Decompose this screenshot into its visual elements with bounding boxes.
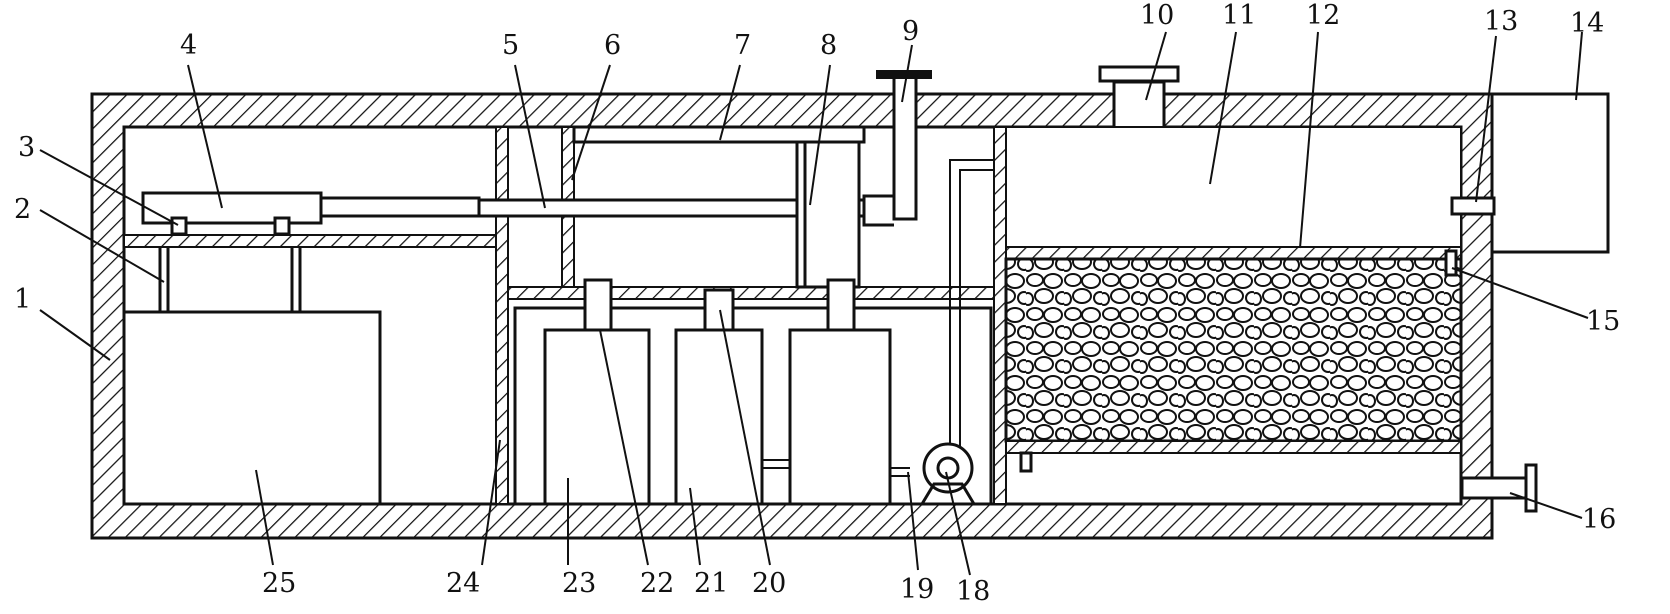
label-22: 22 <box>640 568 674 599</box>
middle-upper-chamber <box>477 125 999 300</box>
label-20: 20 <box>752 568 786 599</box>
external-box-14 <box>1490 92 1610 254</box>
tank-third <box>788 328 892 506</box>
label-13: 13 <box>1484 6 1518 37</box>
label-9: 9 <box>902 16 919 47</box>
chamber-11 <box>1005 126 1462 248</box>
connector-20 <box>703 288 735 332</box>
label-21: 21 <box>694 568 728 599</box>
vent-pipe-9 <box>862 70 932 227</box>
inlet-port-10 <box>1098 65 1180 130</box>
pipe-and-pump <box>890 159 1005 505</box>
device-4 <box>141 191 323 225</box>
label-16: 16 <box>1582 504 1616 535</box>
label-1: 1 <box>14 284 31 315</box>
label-7: 7 <box>734 30 751 61</box>
label-14: 14 <box>1570 8 1604 39</box>
connector-22 <box>583 278 613 332</box>
label-25: 25 <box>262 568 296 599</box>
rod-5 <box>319 196 481 218</box>
nozzle-15 <box>1444 249 1458 277</box>
right-chamber <box>993 126 1496 505</box>
filter-media-12 <box>1004 257 1463 443</box>
callout-labels: 1 2 3 4 5 6 7 8 9 10 11 12 13 14 15 16 1… <box>14 0 1620 607</box>
tank-21 <box>674 328 764 506</box>
label-3: 3 <box>18 132 35 163</box>
middle-lower-chamber <box>513 278 993 506</box>
connector-13 <box>1450 196 1496 216</box>
label-19: 19 <box>900 574 934 605</box>
tank-23 <box>543 328 651 506</box>
label-2: 2 <box>14 194 31 225</box>
label-5: 5 <box>502 30 519 61</box>
left-chamber <box>122 191 497 506</box>
leader-lines <box>39 31 1589 576</box>
label-11: 11 <box>1222 0 1256 31</box>
box-25 <box>122 310 382 506</box>
label-24: 24 <box>446 568 480 599</box>
label-4: 4 <box>180 30 197 61</box>
label-18: 18 <box>956 576 990 607</box>
label-6: 6 <box>604 30 621 61</box>
label-23: 23 <box>562 568 596 599</box>
partition-24 <box>495 126 509 505</box>
label-12: 12 <box>1306 0 1340 31</box>
label-15: 15 <box>1586 306 1620 337</box>
outlet-pipe-16 <box>1460 463 1538 513</box>
label-10: 10 <box>1140 0 1174 31</box>
label-8: 8 <box>820 30 837 61</box>
